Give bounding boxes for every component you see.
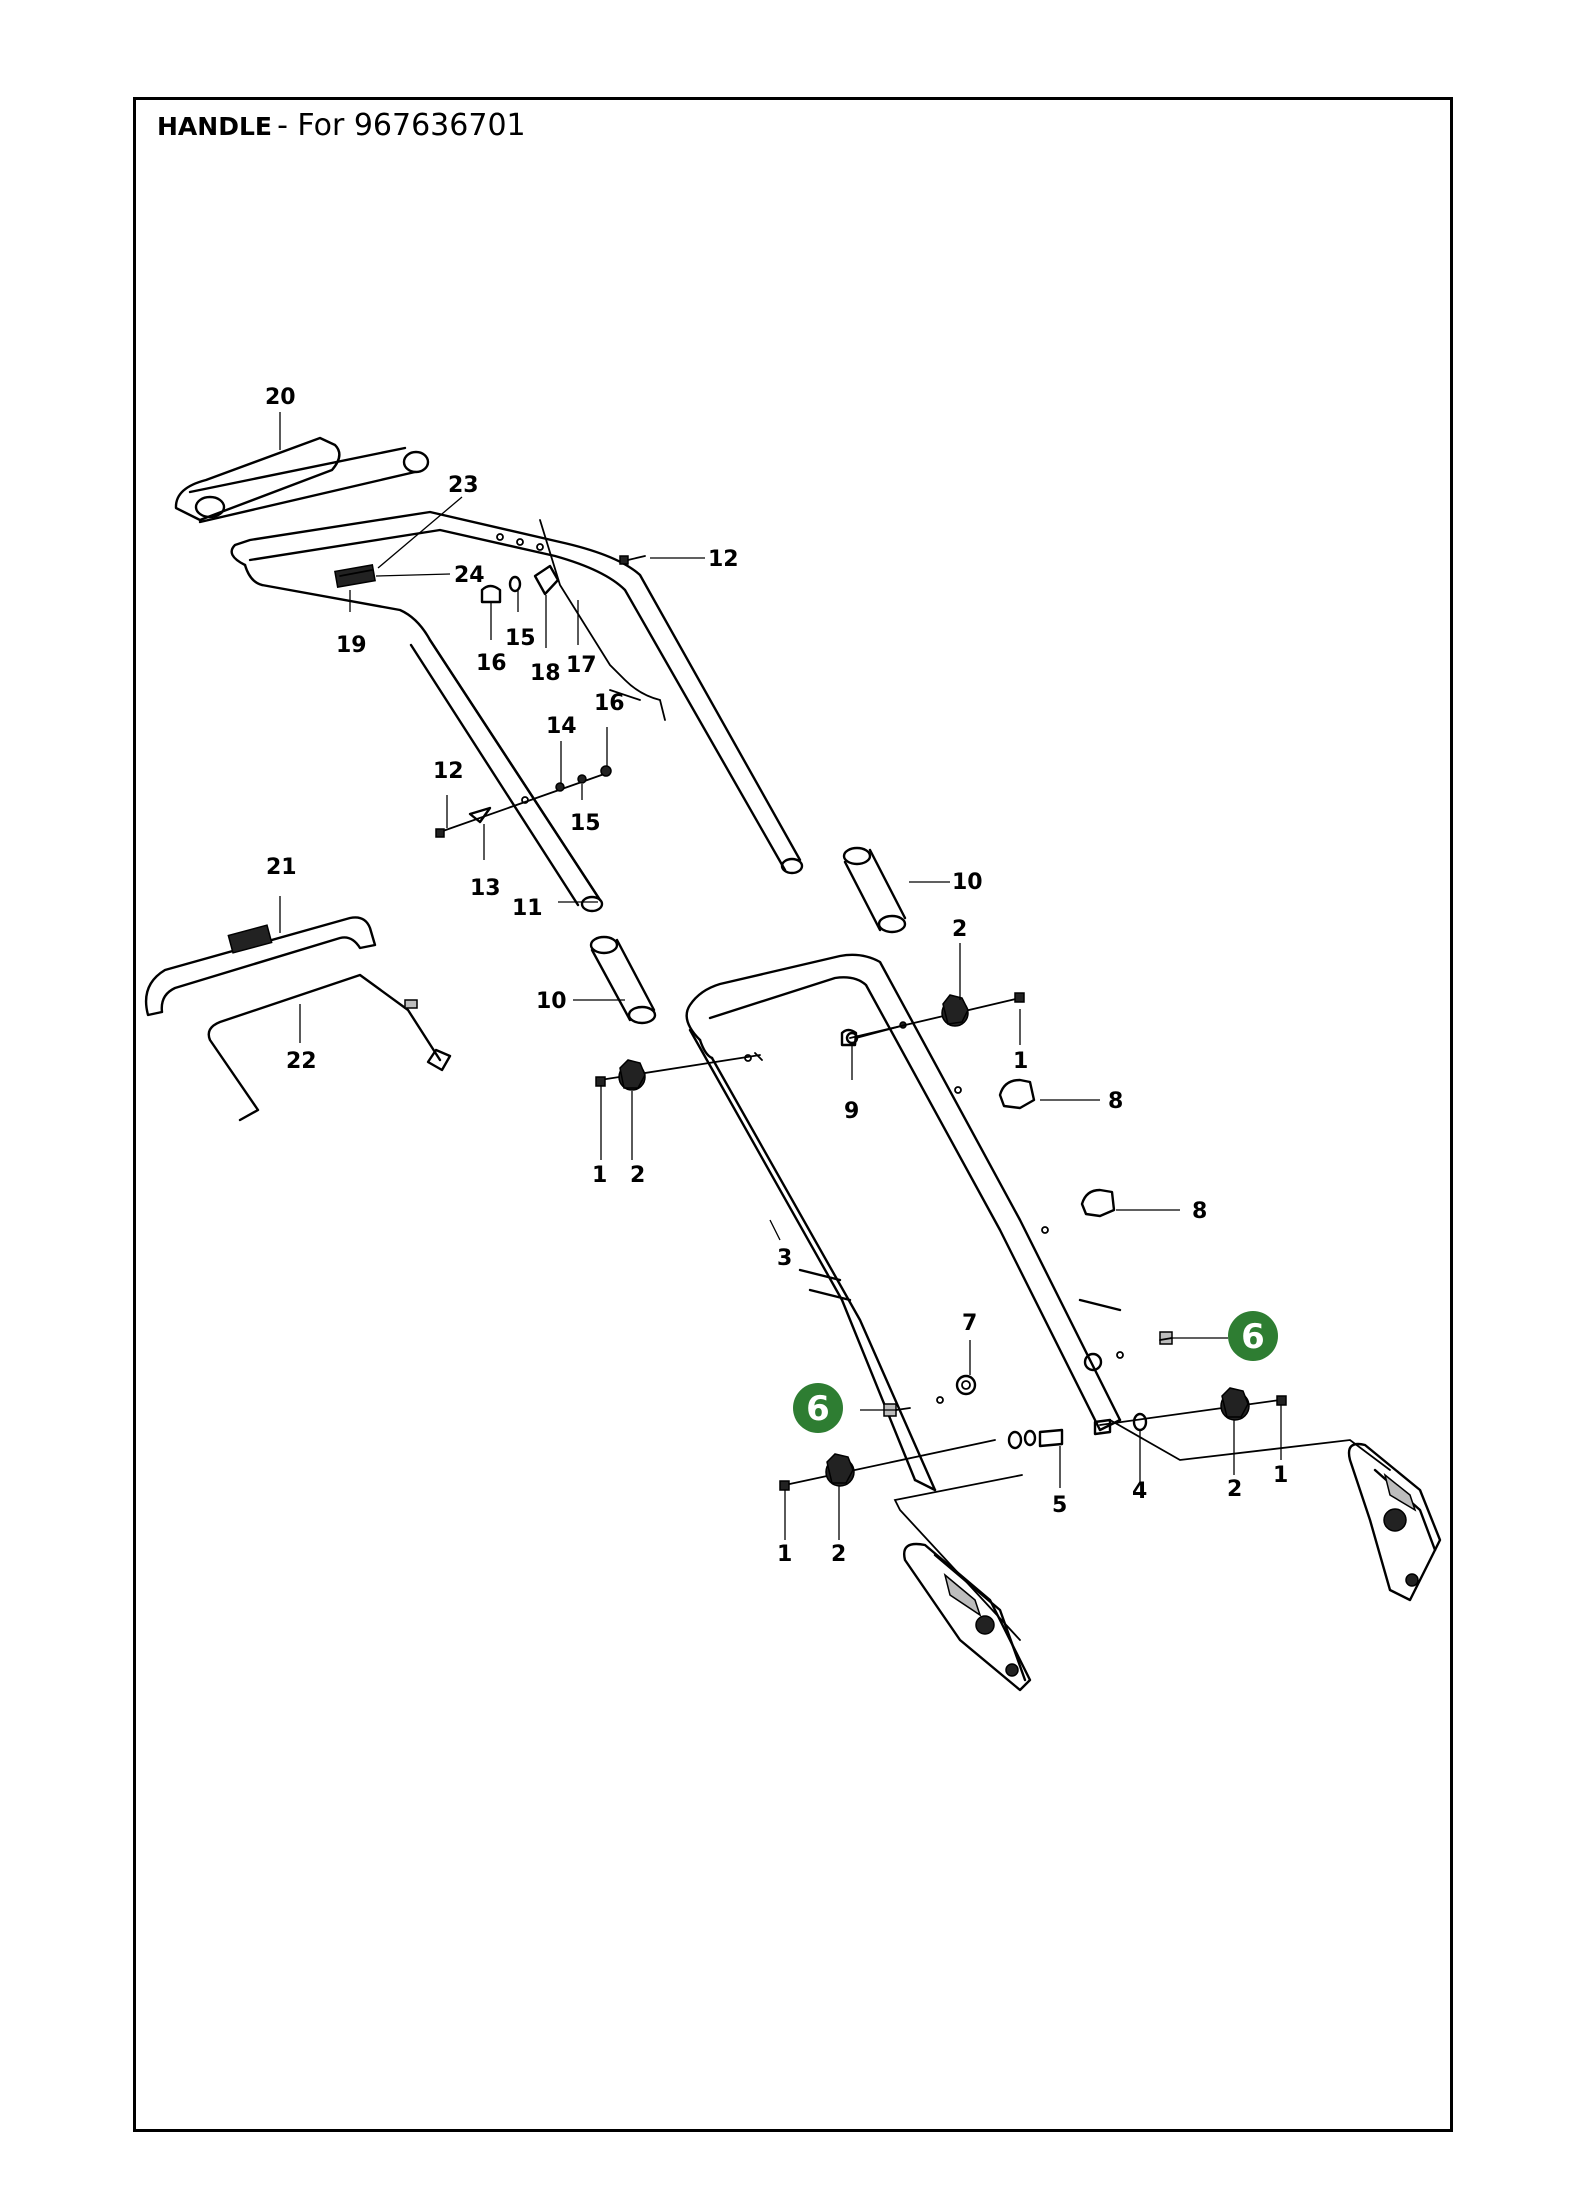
part-label: 8: [1108, 1089, 1123, 1114]
part-labels: 20 23 24 12 19 15 16 18 17 16 14 12 15 1…: [265, 385, 1288, 1567]
part-label: 21: [266, 855, 297, 880]
knob-assembly-lower-right: [1093, 1387, 1287, 1436]
highlight-label: 6: [806, 1389, 830, 1429]
part-15-washer: [508, 575, 522, 593]
highlight-marker-part-6-left: 6: [793, 1383, 843, 1433]
title-part-name: HANDLE: [157, 112, 272, 141]
knob-assembly-upper-left: [595, 1052, 763, 1091]
part-label: 10: [536, 989, 567, 1014]
part-label: 20: [265, 385, 296, 410]
part-label: 8: [1192, 1199, 1207, 1224]
part-label: 3: [777, 1246, 792, 1271]
part-20-grip-foam: [174, 436, 430, 524]
part-label: 13: [470, 876, 501, 901]
part-label: 22: [286, 1049, 317, 1074]
part-label: 2: [630, 1163, 645, 1188]
part-label: 16: [594, 691, 625, 716]
part-label: 18: [530, 661, 561, 686]
part-label: 19: [336, 633, 367, 658]
part-label: 7: [962, 1311, 977, 1336]
part-label: 5: [1052, 1493, 1067, 1518]
part-8-clip-upper: [998, 1078, 1036, 1110]
part-17-cable: [539, 519, 666, 721]
part-label: 2: [831, 1542, 846, 1567]
part-label: 9: [844, 1099, 859, 1124]
part-label: 12: [433, 759, 464, 784]
part-label: 2: [1227, 1477, 1242, 1502]
part-label: 17: [566, 653, 597, 678]
part-label: 1: [592, 1163, 607, 1188]
part-22-bail-wire: [207, 973, 452, 1122]
part-7-nut: [955, 1374, 977, 1396]
deck-bracket-left: [903, 1542, 1032, 1692]
part-label: 1: [777, 1542, 792, 1567]
part-label: 2: [952, 917, 967, 942]
part-label: 4: [1132, 1479, 1147, 1504]
title-model-number: - For 967636701: [277, 108, 526, 143]
diagram-frame: [133, 97, 1453, 2132]
part-label: 1: [1013, 1049, 1028, 1074]
nut-right: [1083, 1352, 1103, 1372]
part-label: 14: [546, 714, 577, 739]
part-label: 15: [570, 811, 601, 836]
part-21-bail-bar: [144, 916, 377, 1017]
part-label: 15: [505, 626, 536, 651]
part-12-bolt-upper: [619, 555, 646, 565]
part-9-bolt: [840, 1024, 906, 1047]
part-label: 1: [1273, 1463, 1288, 1488]
part-label: 11: [512, 896, 543, 921]
part-3-lower-handle: [685, 953, 1124, 1492]
part-24-cable-clip: [334, 563, 376, 589]
part-label: 16: [476, 651, 507, 676]
highlight-marker-part-6-right: 6: [1228, 1311, 1278, 1361]
part-16-cap: [480, 584, 502, 604]
part-8-clip-lower: [1080, 1188, 1116, 1218]
part-label: 10: [952, 870, 983, 895]
part-10-sleeve-left: [589, 935, 657, 1025]
part-label: 23: [448, 473, 479, 498]
page-title: HANDLE - For 967636701: [157, 108, 526, 143]
part-10-sleeve-right: [842, 846, 907, 934]
part-label: 12: [708, 547, 739, 572]
knob-assembly-lower-left: [779, 1428, 1064, 1491]
deck-bracket-right: [1347, 1442, 1442, 1602]
upper-handle-tube: [230, 510, 804, 913]
highlight-label: 6: [1241, 1317, 1265, 1357]
part-label: 24: [454, 563, 485, 588]
leader-lines: [279, 412, 1282, 1540]
mid-bolt-assembly: [435, 765, 612, 838]
